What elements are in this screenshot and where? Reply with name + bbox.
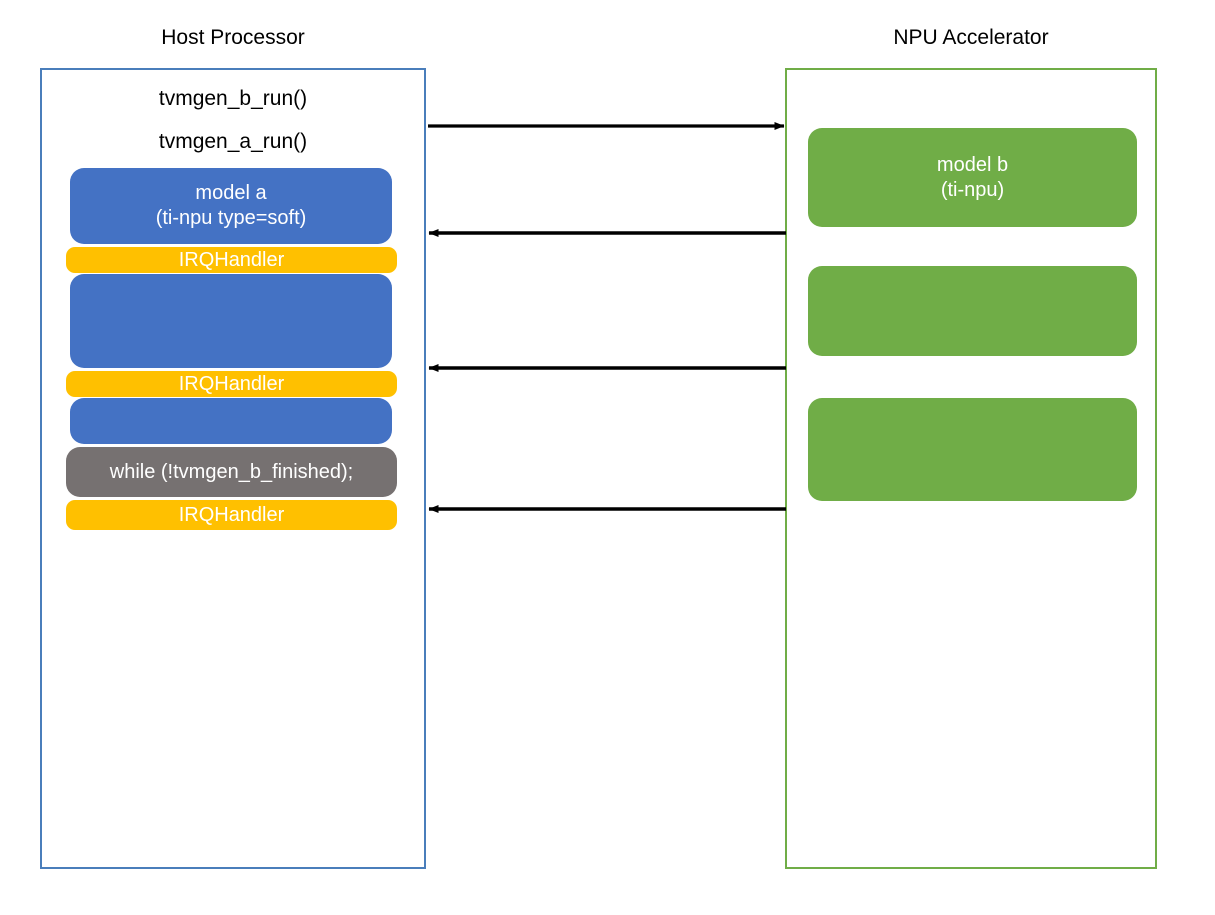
host-block-busy-wait-label: while (!tvmgen_b_finished); xyxy=(109,460,354,483)
npu-block-work-2[interactable] xyxy=(808,266,1137,356)
host-block-irqhandler-2-label: IRQHandler xyxy=(178,372,285,395)
host-block-irqhandler-1[interactable]: IRQHandler xyxy=(66,247,397,273)
npu-block-model-b-line1: model b xyxy=(936,153,1009,176)
host-block-work-3[interactable] xyxy=(70,398,392,444)
host-block-irqhandler-2[interactable]: IRQHandler xyxy=(66,371,397,397)
host-code-label-tvmgen-b-run: tvmgen_b_run() xyxy=(158,87,308,110)
host-block-irqhandler-1-label: IRQHandler xyxy=(178,248,285,271)
host-block-model-a-line1: model a xyxy=(195,182,267,204)
host-code-label-tvmgen-a-run: tvmgen_a_run() xyxy=(158,130,308,153)
host-block-irqhandler-3[interactable]: IRQHandler xyxy=(66,500,397,530)
npu-column-title: NPU Accelerator xyxy=(893,26,1049,49)
host-block-irqhandler-3-label: IRQHandler xyxy=(178,503,285,526)
host-column-title: Host Processor xyxy=(161,26,305,49)
npu-block-work-3[interactable] xyxy=(808,398,1137,501)
npu-block-model-b-line2: (ti-npu) xyxy=(940,178,1005,201)
host-block-work-2[interactable] xyxy=(70,274,392,368)
host-block-busy-wait[interactable]: while (!tvmgen_b_finished); xyxy=(66,447,397,497)
npu-block-model-b[interactable]: model b (ti-npu) xyxy=(808,128,1137,227)
host-block-model-a-line2: (ti-npu type=soft) xyxy=(155,207,307,229)
host-block-model-a[interactable]: model a (ti-npu type=soft) xyxy=(70,168,392,244)
